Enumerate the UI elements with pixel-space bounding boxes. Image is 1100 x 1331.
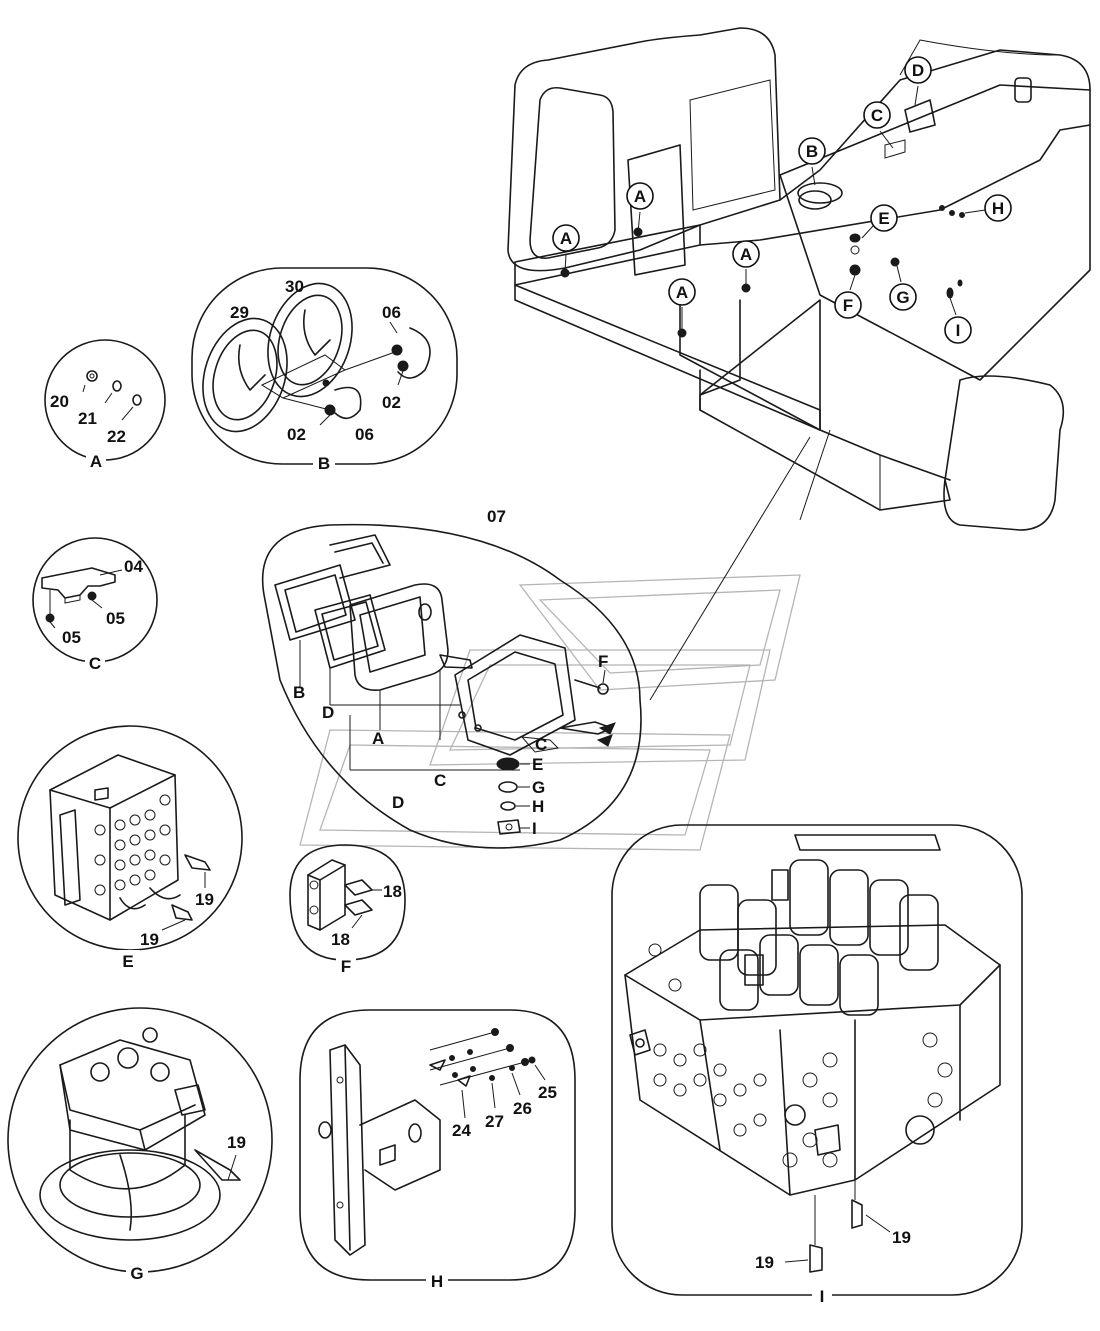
- machine-callout-g: [889, 283, 917, 311]
- machine-callout-a4-label: A: [740, 245, 752, 264]
- panel-h-part-24: 24: [452, 1121, 471, 1140]
- machine-callout-a2: [552, 224, 580, 252]
- panel-b-part-02b: 02: [287, 425, 306, 444]
- machine-callout-e: [870, 204, 898, 232]
- panel-c-part-04: 04: [124, 557, 143, 576]
- panel-e-label: E: [122, 952, 133, 971]
- machine-callout-b-label: B: [806, 142, 818, 161]
- detail-panel-i: 19 19 I: [611, 824, 1023, 1306]
- panel-c-label: C: [89, 654, 101, 673]
- panel-a-part-21: 21: [78, 409, 97, 428]
- panel-b-part-06a: 06: [382, 303, 401, 322]
- machine-callout-f: [834, 291, 862, 319]
- detail-panel-c: 04 05 05 C: [32, 537, 158, 673]
- panel-d-part-07: 07: [487, 507, 506, 526]
- detail-panel-b: 29 30 06 02 02 06 B: [191, 267, 458, 474]
- panel-b-part-30: 30: [285, 277, 304, 296]
- lamp-callout-h: H: [532, 797, 544, 816]
- panel-b-part-29: 29: [230, 303, 249, 322]
- panel-g-part-19: 19: [227, 1133, 246, 1152]
- panel-i-label: I: [820, 1287, 825, 1306]
- lamp-callout-b: B: [293, 683, 305, 702]
- lamp-callout-a: A: [372, 729, 384, 748]
- machine-callout-h-label: H: [992, 199, 1004, 218]
- lamp-callout-g: G: [532, 778, 545, 797]
- machine-callout-a3-label: A: [676, 283, 688, 302]
- detail-panel-g: 19 G: [7, 1007, 273, 1284]
- detail-panel-f: 18 18 F: [289, 844, 406, 976]
- panel-f-part-18b: 18: [331, 930, 350, 949]
- panel-d-clip-mark: C: [535, 735, 547, 754]
- detail-panel-h: 24 27 26 25 H: [299, 1009, 576, 1292]
- panel-a-label: A: [90, 452, 102, 471]
- panel-b-label: B: [318, 454, 330, 473]
- panel-h-part-26: 26: [513, 1099, 532, 1118]
- detail-panel-a: 20 21 22 A: [44, 339, 166, 471]
- panel-a-part-20: 20: [50, 392, 69, 411]
- panel-e-part-19b: 19: [140, 930, 159, 949]
- panel-b-part-06b: 06: [355, 425, 374, 444]
- lamp-callout-f: F: [598, 652, 608, 671]
- machine-callout-a2-label: A: [560, 229, 572, 248]
- machine-callout-b: [798, 137, 826, 165]
- panel-h-part-27: 27: [485, 1112, 504, 1131]
- machine-callout-d-label: D: [912, 61, 924, 80]
- machine-callout-c-label: C: [871, 106, 883, 125]
- panel-b-part-02a: 02: [382, 393, 401, 412]
- machine-callout-a3: [668, 278, 696, 306]
- machine-callout-g-label: G: [896, 288, 909, 307]
- lamp-callout-c: C: [434, 771, 446, 790]
- machine-callout-i: [944, 316, 972, 344]
- machine-callout-d: [904, 56, 932, 84]
- machine-callout-h: [984, 194, 1012, 222]
- lamp-callout-d2: D: [392, 793, 404, 812]
- panel-f-part-18a: 18: [383, 882, 402, 901]
- lamp-callout-d1: D: [322, 703, 334, 722]
- excavator-upper-structure: [507, 27, 1091, 531]
- machine-callout-f-label: F: [843, 296, 853, 315]
- panel-h-label: H: [431, 1272, 443, 1291]
- panel-h-part-25: 25: [538, 1083, 557, 1102]
- lamp-callout-i: I: [532, 819, 537, 838]
- machine-callout-e-label: E: [878, 209, 889, 228]
- detail-panel-e: 19 19 E: [17, 725, 243, 972]
- detail-panel-d: C 07 B D A C D F E G H I: [261, 507, 642, 849]
- machine-callout-i-label: I: [956, 321, 961, 340]
- panel-e-part-19a: 19: [195, 890, 214, 909]
- panel-i-part-19a: 19: [892, 1228, 911, 1247]
- lamp-callout-e: E: [532, 755, 543, 774]
- machine-callout-a1: [626, 182, 654, 210]
- leader-line: [649, 436, 811, 701]
- machine-callout-c: [863, 101, 891, 129]
- panel-a-part-22: 22: [107, 427, 126, 446]
- machine-callouts: A A A A B C D E F G H I: [552, 56, 1012, 344]
- panel-c-part-05a: 05: [106, 609, 125, 628]
- panel-i-part-19b: 19: [755, 1253, 774, 1272]
- panel-g-label: G: [130, 1264, 143, 1283]
- machine-callout-a4: [732, 240, 760, 268]
- panel-f-label: F: [341, 957, 351, 976]
- machine-callout-a1-label: A: [634, 187, 646, 206]
- panel-c-part-05b: 05: [62, 628, 81, 647]
